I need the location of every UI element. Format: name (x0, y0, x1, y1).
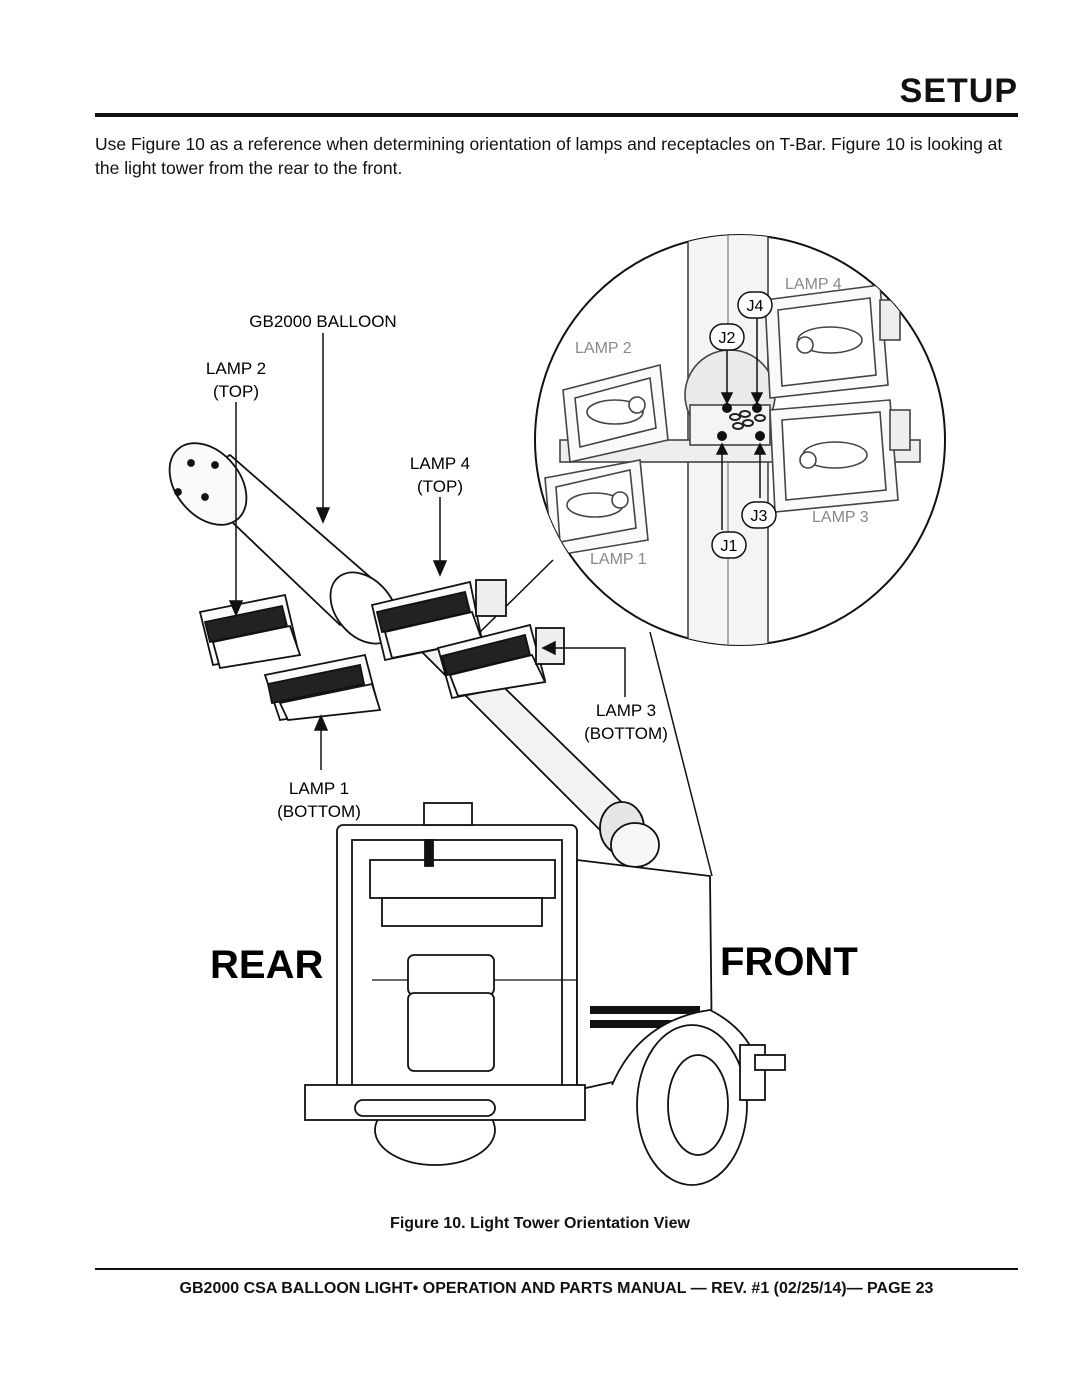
intro-paragraph: Use Figure 10 as a reference when determ… (95, 134, 1003, 178)
lamp1-position-label: (BOTTOM) (277, 802, 361, 821)
detail-j3-label: J3 (751, 508, 768, 525)
detail-circle: J4 J2 J3 J1 LAMP 4 LAMP 2 LAMP 3 LAMP 1 (534, 234, 946, 646)
front-label: FRONT (720, 940, 858, 984)
lamp2-housing (198, 593, 302, 670)
section-title: SETUP (899, 72, 1018, 110)
figure-caption: Figure 10. Light Tower Orientation View (390, 1215, 690, 1232)
wheels (304, 1009, 761, 1186)
detail-lamp4-housing (764, 284, 901, 399)
detail-j2-label: J2 (719, 330, 736, 347)
lamp2-label: LAMP 2 (206, 359, 266, 378)
detail-lamp2-housing (562, 363, 669, 463)
lamp3-housing (436, 623, 565, 700)
rear-label: REAR (210, 943, 323, 987)
lamp2-position-label: (TOP) (213, 382, 259, 401)
lamp1-housing (263, 653, 382, 722)
detail-j1-label: J1 (721, 538, 738, 555)
detail-lamp1-label: LAMP 1 (590, 551, 647, 568)
lamp4-label: LAMP 4 (410, 454, 470, 473)
light-tower-drawing (168, 442, 786, 1186)
footer-rule (95, 1268, 1018, 1270)
header-rule (95, 113, 1018, 117)
label-arrows (228, 333, 626, 770)
lamp3-position-label: (BOTTOM) (584, 724, 668, 743)
detail-leader-left (471, 559, 554, 641)
detail-lamp2-label: LAMP 2 (575, 340, 632, 357)
detail-leader-right (649, 631, 713, 877)
detail-lamp3-label: LAMP 3 (812, 509, 869, 526)
detail-j4-label: J4 (747, 298, 764, 315)
lamp3-label: LAMP 3 (596, 701, 656, 720)
balloon (168, 442, 399, 645)
detail-lamp4-label: LAMP 4 (785, 276, 842, 293)
lamp4-position-label: (TOP) (417, 477, 463, 496)
detail-lamp1-housing (544, 459, 649, 557)
detail-lamp3-housing (769, 399, 911, 513)
page-footer: GB2000 CSA BALLOON LIGHT• OPERATION AND … (179, 1280, 934, 1297)
lamp1-label: LAMP 1 (289, 779, 349, 798)
tongue (739, 1044, 786, 1101)
balloon-label: GB2000 BALLOON (249, 312, 396, 331)
receptacle-dots (717, 403, 765, 441)
